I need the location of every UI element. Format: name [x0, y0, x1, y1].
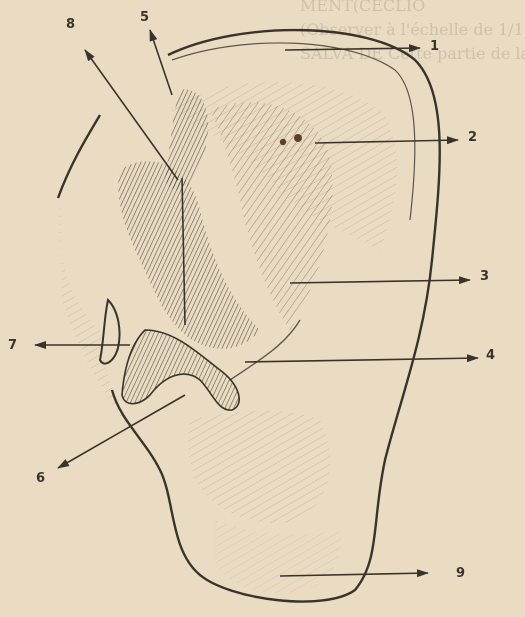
callout-6-arrow — [58, 395, 185, 468]
callout-5-arrow — [150, 30, 172, 95]
lower-concha-shading — [188, 411, 330, 524]
callout-label-6: 6 — [36, 471, 45, 486]
earlobe-shading — [215, 520, 341, 593]
callout-label-9: 9 — [456, 566, 465, 581]
callout-label-5: 5 — [140, 10, 149, 25]
callout-label-3: 3 — [480, 269, 489, 284]
callout-label-4: 4 — [486, 348, 495, 363]
callout-4-arrow — [245, 358, 478, 362]
scapha-spot-large — [294, 134, 302, 142]
callout-label-2: 2 — [468, 130, 477, 145]
callout-label-1: 1 — [430, 39, 439, 54]
callout-label-7: 7 — [8, 338, 17, 353]
scapha-spot-small — [280, 139, 286, 145]
callout-label-8: 8 — [66, 17, 75, 32]
upper-left-helix-stroke — [58, 115, 100, 198]
callout-3-arrow — [290, 280, 470, 283]
